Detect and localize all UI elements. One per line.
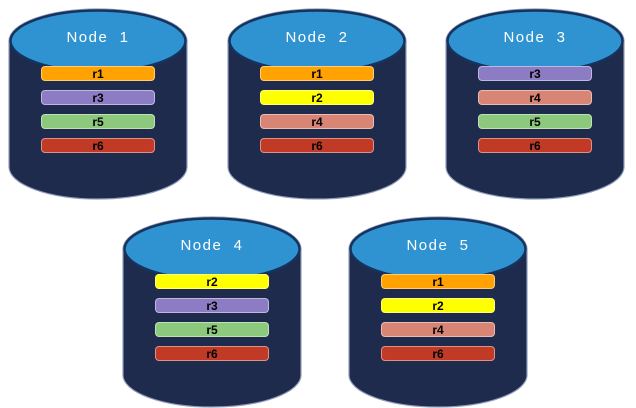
replica-bar: r3: [478, 66, 592, 81]
database-node: Node 5 r1 r2 r4 r6: [348, 216, 528, 408]
replica-bar: r4: [260, 114, 374, 129]
replica-bar: r2: [260, 90, 374, 105]
replica-bar: r5: [155, 322, 269, 337]
replica-bar: r6: [155, 346, 269, 361]
replica-bar: r1: [41, 66, 155, 81]
replica-list: r2 r3 r5 r6: [155, 274, 269, 370]
database-node: Node 2 r1 r2 r4 r6: [227, 8, 407, 200]
replica-list: r1 r2 r4 r6: [260, 66, 374, 162]
replica-bar: r6: [478, 138, 592, 153]
replica-bar: r5: [41, 114, 155, 129]
replica-bar: r1: [260, 66, 374, 81]
node-title: Node 1: [66, 29, 130, 46]
replica-bar: r3: [41, 90, 155, 105]
database-node: Node 4 r2 r3 r5 r6: [122, 216, 302, 408]
database-node: Node 3 r3 r4 r5 r6: [445, 8, 625, 200]
replica-bar: r3: [155, 298, 269, 313]
replica-bar: r2: [155, 274, 269, 289]
replica-list: r1 r3 r5 r6: [41, 66, 155, 162]
replica-bar: r4: [381, 322, 495, 337]
database-node: Node 1 r1 r3 r5 r6: [8, 8, 188, 200]
replica-bar: r6: [260, 138, 374, 153]
replica-list: r3 r4 r5 r6: [478, 66, 592, 162]
replica-bar: r6: [41, 138, 155, 153]
replica-bar: r2: [381, 298, 495, 313]
node-title: Node 2: [285, 29, 349, 46]
replica-list: r1 r2 r4 r6: [381, 274, 495, 370]
node-title: Node 4: [180, 237, 244, 254]
replica-bar: r1: [381, 274, 495, 289]
node-title: Node 5: [406, 237, 470, 254]
replica-bar: r6: [381, 346, 495, 361]
node-title: Node 3: [503, 29, 567, 46]
replica-bar: r5: [478, 114, 592, 129]
replica-bar: r4: [478, 90, 592, 105]
